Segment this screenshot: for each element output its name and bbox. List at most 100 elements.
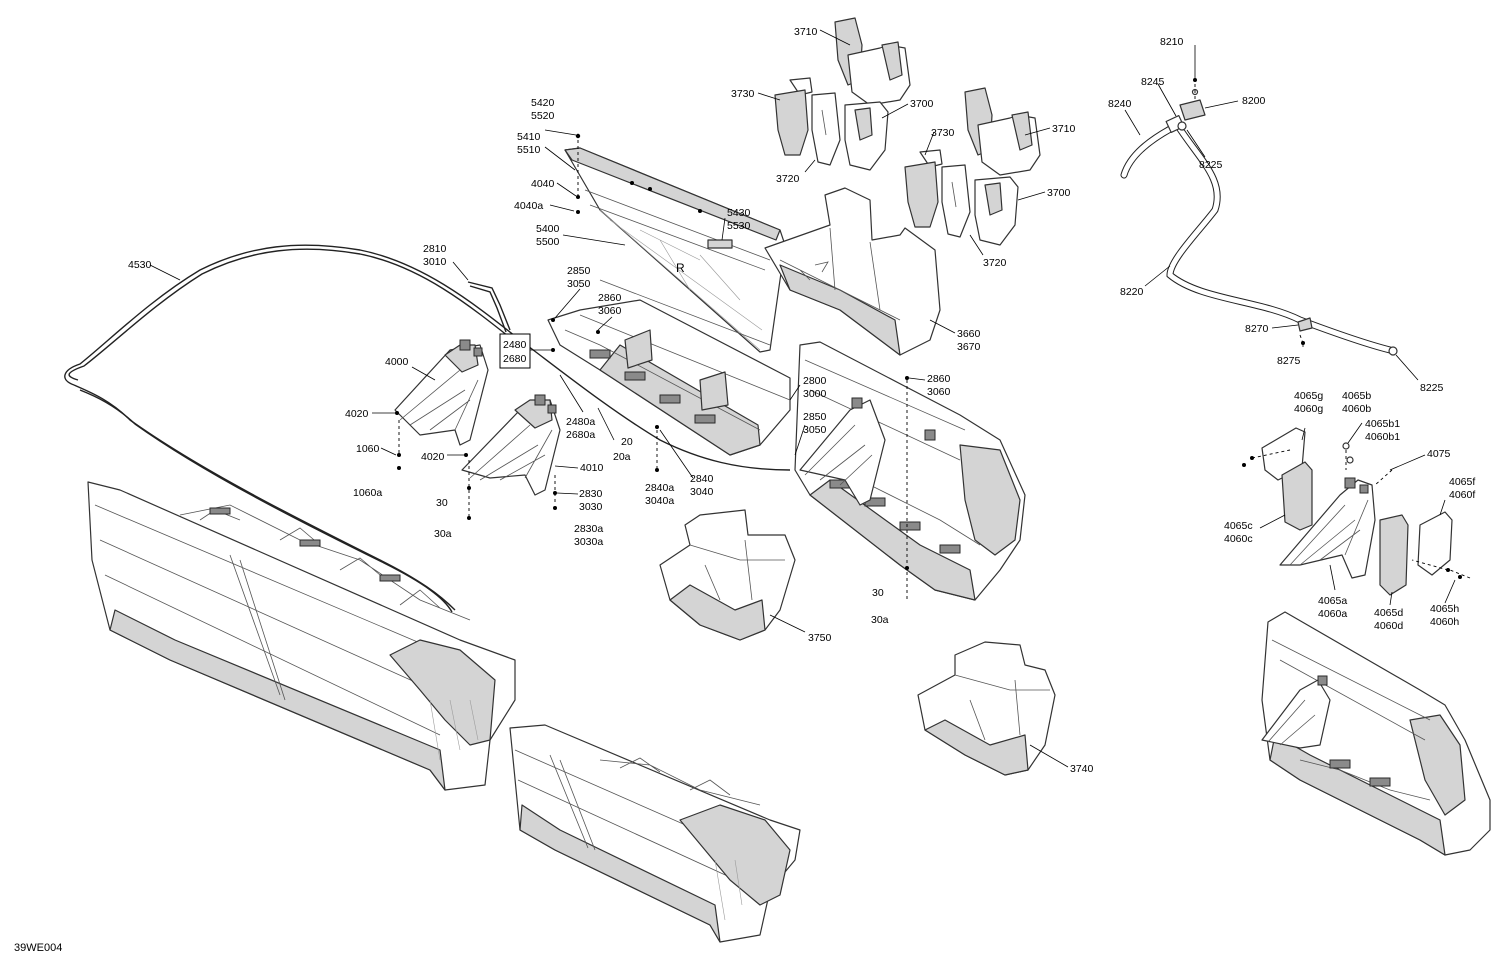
callout-2850-a: 2850: [567, 265, 591, 277]
callout-5500: 5500: [536, 236, 560, 248]
assembly-dash-lines: [398, 84, 1471, 600]
callout-2810: 2810: [423, 243, 447, 255]
callout-3060-a: 3060: [598, 305, 622, 317]
callout-5510: 5510: [517, 144, 541, 156]
callout-8270: 8270: [1245, 323, 1269, 335]
callout-2850-b: 2850: [803, 411, 827, 423]
callout-4065c: 4065c: [1224, 520, 1253, 532]
callout-4075: 4075: [1427, 448, 1451, 460]
callout-4060b: 4060b: [1342, 403, 1371, 415]
callout-3730-b: 3730: [931, 127, 955, 139]
callout-3050-a: 3050: [567, 278, 591, 290]
callout-2830: 2830: [579, 488, 603, 500]
tailgate-cable: [64, 244, 791, 613]
callout-3670: 3670: [957, 341, 981, 353]
bin-lid-5400: R: [564, 147, 786, 353]
callout-8200: 8200: [1242, 95, 1266, 107]
callout-4000: 4000: [385, 356, 409, 368]
callout-4060g: 4060g: [1294, 403, 1323, 415]
leader-lines: [149, 29, 1456, 768]
callout-4065f: 4065f: [1449, 476, 1475, 488]
storage-bin-right-center: [794, 341, 1026, 601]
figure-code: 39WE004: [14, 942, 62, 954]
callout-4040a: 4040a: [514, 200, 543, 212]
callout-30a-a: 30a: [434, 528, 452, 540]
callout-5530: 5530: [727, 220, 751, 232]
callout-4010: 4010: [580, 462, 604, 474]
fastener-dots: [395, 78, 1462, 579]
callout-4060f: 4060f: [1449, 489, 1475, 501]
mount-bracket-4010: [461, 394, 561, 496]
callout-30-a: 30: [436, 497, 448, 509]
center-storage-box: [547, 299, 791, 456]
callout-3700-b: 3700: [1047, 187, 1071, 199]
callout-4060h: 4060h: [1430, 616, 1459, 628]
callout-4040: 4040: [531, 178, 555, 190]
callout-4060b1: 4060b1: [1365, 431, 1400, 443]
callout-2830a: 2830a: [574, 523, 603, 535]
callout-1060a: 1060a: [353, 487, 382, 499]
callout-2800: 2800: [803, 375, 827, 387]
callout-2480: 2480: [503, 339, 527, 351]
callout-3700-a: 3700: [910, 98, 934, 110]
callout-4060d: 4060d: [1374, 620, 1403, 632]
callout-5400: 5400: [536, 223, 560, 235]
callout-4060c: 4060c: [1224, 533, 1253, 545]
foam-insert-3660: [764, 187, 941, 356]
callout-3040: 3040: [690, 486, 714, 498]
callout-2860-b: 2860: [927, 373, 951, 385]
callout-3660: 3660: [957, 328, 981, 340]
callout-3050-b: 3050: [803, 424, 827, 436]
storage-bin-lower-right: [1261, 611, 1491, 856]
callout-8220: 8220: [1120, 286, 1144, 298]
foam-insert-3750: [659, 509, 796, 641]
callout-3720-b: 3720: [983, 257, 1007, 269]
callout-1060: 1060: [356, 443, 380, 455]
callout-8240: 8240: [1108, 98, 1132, 110]
lid-logo-mark: R: [676, 261, 685, 275]
callout-4065g: 4065g: [1294, 390, 1323, 402]
callout-5420: 5420: [531, 97, 555, 109]
callout-30a-b: 30a: [871, 614, 889, 626]
callout-3720-a: 3720: [776, 173, 800, 185]
rod-2810: [467, 281, 511, 333]
callout-8245: 8245: [1141, 76, 1165, 88]
callout-8275: 8275: [1277, 355, 1301, 367]
hose-assembly: [1120, 88, 1398, 356]
callout-20: 20: [621, 436, 633, 448]
callout-4065a: 4065a: [1318, 595, 1347, 607]
bracket-kit-4060: [1261, 427, 1453, 596]
callout-3710-a: 3710: [794, 26, 818, 38]
callout-labels: 3710 3730 3700 3720 3730 3710 3700 3720 …: [128, 26, 1475, 775]
callout-2680: 2680: [503, 353, 527, 365]
callout-2840: 2840: [690, 473, 714, 485]
callout-2680a: 2680a: [566, 429, 595, 441]
callout-3710-b: 3710: [1052, 123, 1076, 135]
callout-3000: 3000: [803, 388, 827, 400]
foam-insert-3740: [917, 641, 1056, 776]
callout-5410: 5410: [517, 131, 541, 143]
callout-4065b: 4065b: [1342, 390, 1371, 402]
callout-3060-b: 3060: [927, 386, 951, 398]
mount-bracket-4000: [394, 339, 489, 446]
callout-30-b: 30: [872, 587, 884, 599]
callout-3010: 3010: [423, 256, 447, 268]
callout-4065b1: 4065b1: [1365, 418, 1400, 430]
callout-2840a: 2840a: [645, 482, 674, 494]
callout-2860-a: 2860: [598, 292, 622, 304]
callout-4020-b: 4020: [421, 451, 445, 463]
callout-4065h: 4065h: [1430, 603, 1459, 615]
callout-5520: 5520: [531, 110, 555, 122]
callout-4065d: 4065d: [1374, 607, 1403, 619]
callout-8225-a: 8225: [1199, 159, 1223, 171]
large-storage-bin-left: [87, 481, 516, 791]
callout-3030: 3030: [579, 501, 603, 513]
callout-3740: 3740: [1070, 763, 1094, 775]
callout-3730-a: 3730: [731, 88, 755, 100]
callout-3040a: 3040a: [645, 495, 674, 507]
insert-set-upper: [774, 17, 911, 171]
callout-4530: 4530: [128, 259, 152, 271]
callout-2480a: 2480a: [566, 416, 595, 428]
callout-3030a: 3030a: [574, 536, 603, 548]
